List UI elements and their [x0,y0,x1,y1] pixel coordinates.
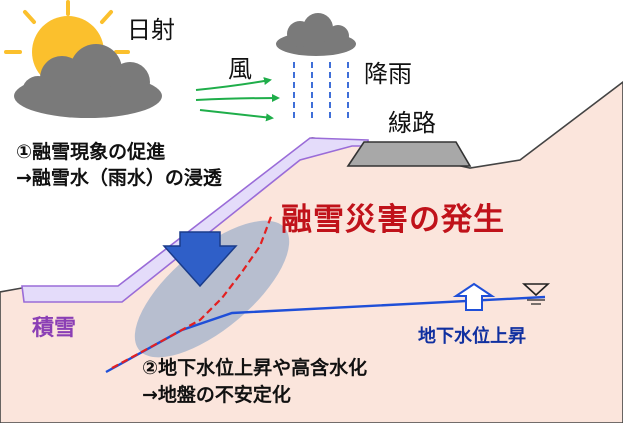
disaster-title: 融雪災害の発生 [281,202,505,238]
sunshine-label: 日射 [127,16,175,44]
down-arrow-icon [162,231,238,288]
wind-arrow-icon [195,77,280,122]
rainfall-label: 降雨 [364,60,412,88]
step2-line2: →地盤の不安定化 [142,384,291,406]
water-level-triangle-icon [521,283,551,305]
snow-cover-label: 積雪 [32,316,77,341]
step1-line2: →融雪水（雨水）の浸透 [16,167,222,189]
groundwater-rise-label: 地下水位上昇 [418,326,526,347]
up-arrow-icon [452,282,496,311]
rain-cloud-icon [276,13,356,120]
step2-line1: ②地下水位上昇や高含水化 [142,357,368,379]
track-ballast [346,141,472,167]
snow-cover [21,137,369,303]
saturated-zone [134,220,290,358]
step1-line1: ①融雪現象の促進 [16,141,166,163]
cloud-icon [14,44,162,118]
wind-label: 風 [228,55,252,83]
track-label: 線路 [388,109,436,137]
